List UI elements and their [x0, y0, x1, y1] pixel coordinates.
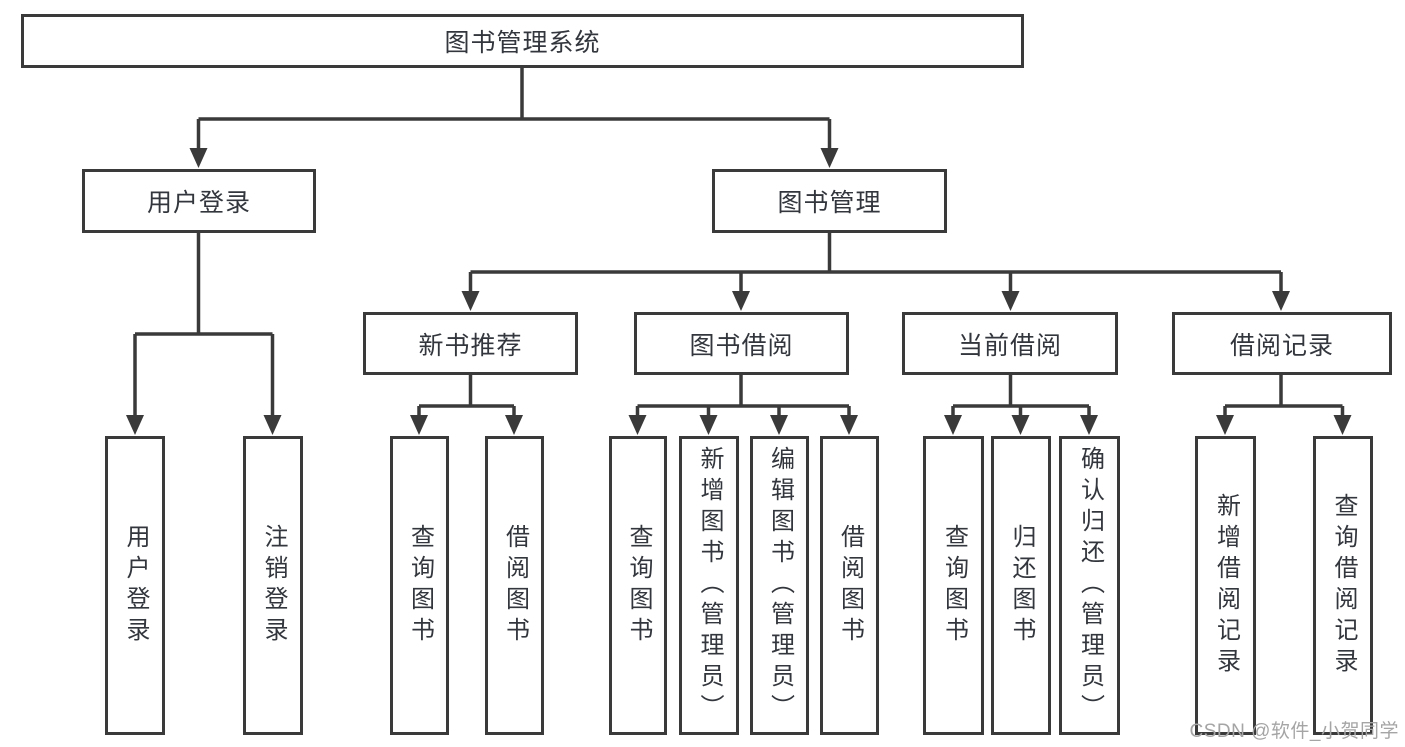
leaf-edit-book-admin: 编辑图书（管理员） [750, 436, 809, 735]
arrow-down-icon [410, 415, 428, 435]
leaf-label: 确认归还（管理员） [1076, 446, 1104, 725]
arrow-down-icon [1001, 291, 1020, 311]
leaf-add-book-admin: 新增图书（管理员） [679, 436, 739, 735]
arrow-down-icon [189, 148, 208, 168]
node-new-book-recommend: 新书推荐 [363, 312, 578, 375]
node-user-login: 用户登录 [82, 169, 316, 233]
leaf-add-borrow-record: 新增借阅记录 [1195, 436, 1256, 735]
leaf-label: 新增图书（管理员） [696, 446, 723, 725]
connector-current-borrow [951, 374, 1091, 417]
arrow-down-icon [732, 291, 750, 311]
leaf-label: 用户登录 [122, 523, 149, 648]
csdn-watermark: CSDN @软件_小贺同学 [1189, 721, 1399, 742]
arrow-down-icon [1216, 415, 1234, 435]
leaf-label: 查询图书 [940, 523, 968, 648]
arrow-down-icon [126, 415, 144, 435]
leaf-label: 注销登录 [260, 523, 287, 648]
leaf-label: 查询借阅记录 [1330, 492, 1357, 679]
leaf-borrow-books-recommend: 借阅图书 [485, 436, 544, 735]
arrow-down-icon [840, 415, 858, 435]
arrow-down-icon [1080, 415, 1098, 435]
node-root: 图书管理系统 [21, 14, 1024, 68]
leaf-label: 归还图书 [1008, 523, 1035, 648]
arrow-down-icon [699, 415, 718, 435]
leaf-query-books-borrow: 查询图书 [609, 436, 667, 735]
connector-new-book [417, 374, 516, 417]
arrow-down-icon [820, 148, 839, 168]
leaf-user-login: 用户登录 [105, 436, 165, 735]
connector-borrow-records [1223, 374, 1345, 417]
leaf-query-books-recommend: 查询图书 [390, 436, 449, 735]
node-book-borrow: 图书借阅 [634, 312, 849, 375]
connector-user-login [133, 232, 275, 417]
leaf-label: 查询图书 [406, 523, 434, 648]
leaf-label: 编辑图书（管理员） [766, 446, 794, 725]
node-current-borrow: 当前借阅 [902, 312, 1118, 375]
connector-book-borrow [635, 374, 851, 417]
leaf-label: 借阅图书 [836, 523, 864, 648]
leaf-query-borrow-record: 查询借阅记录 [1313, 436, 1373, 735]
leaf-label: 新增借阅记录 [1212, 492, 1240, 679]
leaf-label: 借阅图书 [501, 523, 529, 648]
connector-book-management [468, 232, 1283, 293]
arrow-down-icon [1011, 415, 1030, 435]
arrow-down-icon [461, 291, 480, 311]
leaf-logout: 注销登录 [243, 436, 303, 735]
arrow-down-icon [944, 415, 962, 435]
node-borrow-records: 借阅记录 [1172, 312, 1392, 375]
leaf-confirm-return-admin: 确认归还（管理员） [1059, 436, 1120, 735]
leaf-return-book: 归还图书 [991, 436, 1051, 735]
arrow-down-icon [1333, 415, 1352, 435]
arrow-down-icon [1272, 291, 1290, 311]
leaf-query-books-current: 查询图书 [923, 436, 984, 735]
arrow-down-icon [770, 415, 788, 435]
node-book-management: 图书管理 [712, 169, 947, 233]
leaf-borrow-book: 借阅图书 [820, 436, 879, 735]
leaf-label: 查询图书 [625, 523, 652, 648]
arrow-down-icon [505, 415, 523, 435]
connector-root [196, 67, 832, 150]
arrow-down-icon [263, 415, 282, 435]
arrow-down-icon [628, 415, 647, 435]
